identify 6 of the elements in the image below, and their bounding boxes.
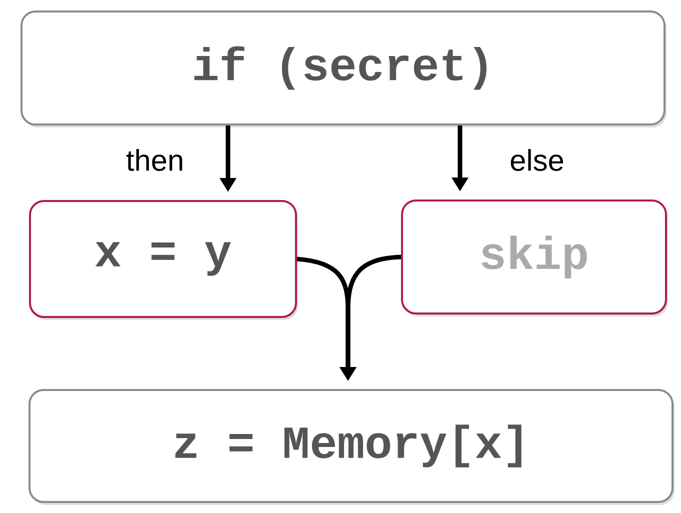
edge-label: then: [124, 148, 186, 172]
code-box: if (secret): [20, 10, 666, 128]
edge-label: else: [508, 148, 566, 172]
code-box: x = y: [29, 200, 298, 320]
code-box: z = Memory[x]: [28, 389, 674, 505]
code-box: skip: [401, 200, 668, 316]
